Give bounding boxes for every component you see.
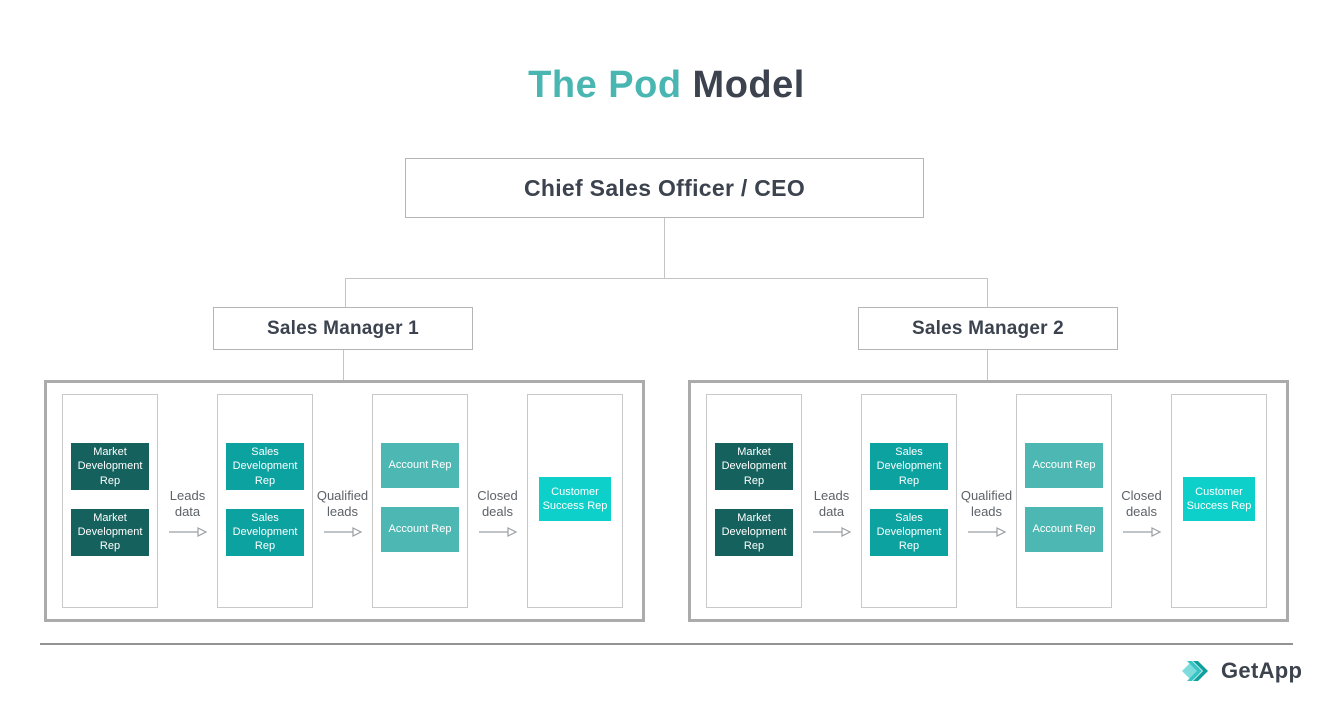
footer-divider	[40, 643, 1293, 645]
pod-1: Market Development Rep Market Developmen…	[44, 380, 645, 622]
right-arrow-icon	[812, 526, 851, 537]
account-rep-box: Account Rep	[1025, 443, 1103, 488]
flow-label: Closed	[1121, 488, 1162, 503]
flow-label: Qualified	[316, 488, 369, 503]
getapp-chevrons-icon	[1182, 661, 1208, 681]
flow-label: Qualified	[960, 488, 1013, 503]
sales-dev-rep-box: Sales Development Rep	[870, 508, 948, 556]
flow-label: leads	[326, 504, 359, 520]
connector-manager1-drop	[345, 278, 346, 308]
connector-manager2-drop	[987, 278, 988, 308]
pod-2: Market Development Rep Market Developmen…	[688, 380, 1289, 622]
flow-label: deals	[481, 504, 514, 520]
pod2-account-rep-column: Account Rep Account Rep	[1016, 394, 1112, 608]
sales-manager-1-box: Sales Manager 1	[213, 307, 473, 350]
account-rep-box: Account Rep	[381, 443, 459, 488]
flow-label: Leads	[813, 488, 850, 503]
chief-sales-officer-box: Chief Sales Officer / CEO	[405, 158, 924, 218]
sales-dev-rep-box: Sales Development Rep	[226, 508, 304, 556]
pod2-customer-success-column: Customer Success Rep	[1171, 394, 1267, 608]
sales-dev-rep-box: Sales Development Rep	[870, 443, 948, 490]
market-dev-rep-box: Market Development Rep	[71, 443, 149, 490]
pod1-flow-closed-deals: Closed deals	[468, 394, 527, 619]
connector-horizontal	[345, 278, 988, 279]
flow-label: data	[818, 504, 845, 520]
pod1-market-dev-column: Market Development Rep Market Developmen…	[62, 394, 158, 608]
right-arrow-icon	[1122, 526, 1161, 537]
pod2-sales-dev-column: Sales Development Rep Sales Development …	[861, 394, 957, 608]
pod1-account-rep-column: Account Rep Account Rep	[372, 394, 468, 608]
right-arrow-icon	[323, 526, 362, 537]
account-rep-box: Account Rep	[1025, 507, 1103, 552]
flow-label: deals	[1125, 504, 1158, 520]
connector-cso-vertical	[664, 218, 665, 278]
right-arrow-icon	[168, 526, 207, 537]
pod1-sales-dev-column: Sales Development Rep Sales Development …	[217, 394, 313, 608]
flow-label: Leads	[169, 488, 206, 503]
page-title-rest: Model	[692, 64, 805, 106]
right-arrow-icon	[478, 526, 517, 537]
connector-manager1-to-pod	[343, 350, 344, 381]
flow-label: data	[174, 504, 201, 520]
getapp-logo: GetApp	[1182, 658, 1302, 684]
pod1-flow-qualified-leads: Qualified leads	[313, 394, 372, 619]
account-rep-box: Account Rep	[381, 507, 459, 552]
market-dev-rep-box: Market Development Rep	[71, 508, 149, 556]
connector-manager2-to-pod	[987, 350, 988, 381]
sales-manager-2-box: Sales Manager 2	[858, 307, 1118, 350]
market-dev-rep-box: Market Development Rep	[715, 508, 793, 556]
pod2-flow-leads-data: Leads data	[802, 394, 861, 619]
pod2-flow-qualified-leads: Qualified leads	[957, 394, 1016, 619]
customer-success-rep-box: Customer Success Rep	[1183, 477, 1255, 521]
pod2-market-dev-column: Market Development Rep Market Developmen…	[706, 394, 802, 608]
right-arrow-icon	[967, 526, 1006, 537]
pod2-flow-closed-deals: Closed deals	[1112, 394, 1171, 619]
pod1-flow-leads-data: Leads data	[158, 394, 217, 619]
getapp-logo-text: GetApp	[1221, 658, 1303, 683]
pod1-customer-success-column: Customer Success Rep	[527, 394, 623, 608]
page-title-highlight: The Pod	[528, 64, 682, 106]
customer-success-rep-box: Customer Success Rep	[539, 477, 611, 521]
market-dev-rep-box: Market Development Rep	[715, 443, 793, 490]
sales-dev-rep-box: Sales Development Rep	[226, 443, 304, 490]
flow-label: leads	[970, 504, 1003, 520]
flow-label: Closed	[477, 488, 518, 503]
